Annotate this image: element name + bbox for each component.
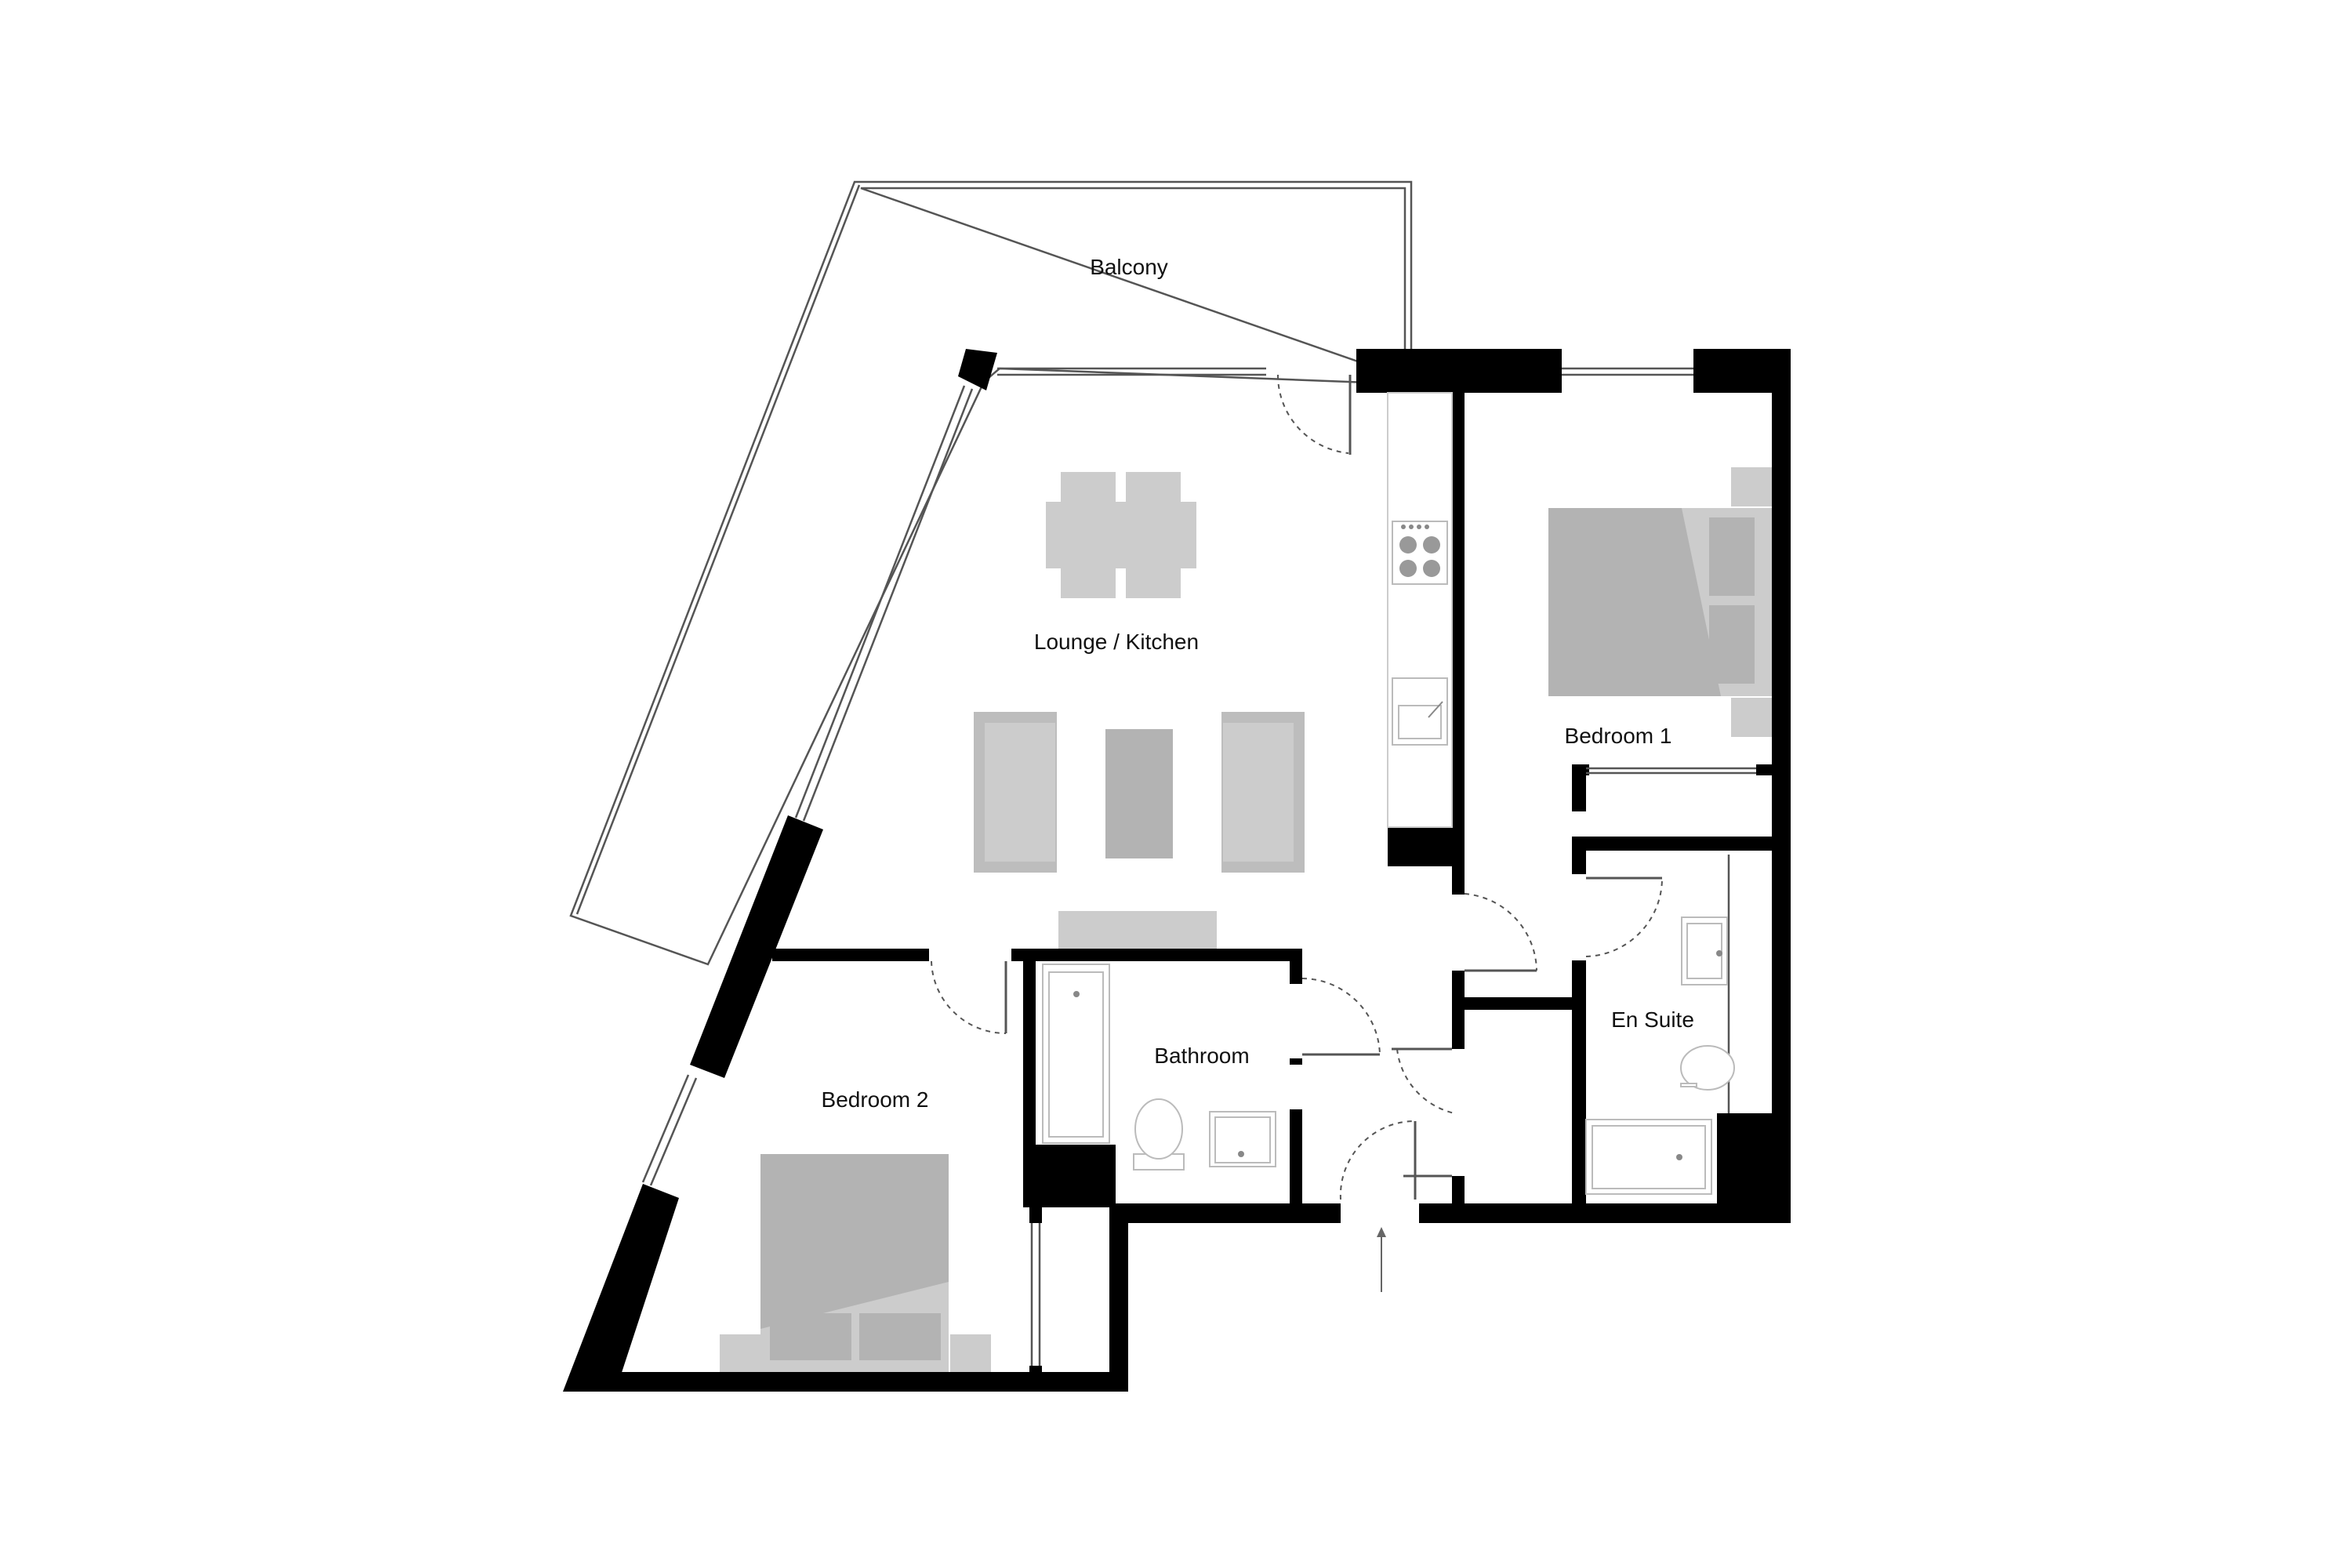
- toilet-ensuite: [1680, 1045, 1735, 1091]
- bathtub-ensuite: [1585, 1119, 1712, 1195]
- doors: [931, 374, 1663, 1200]
- hob-icon: [1392, 521, 1448, 585]
- room-label-lounge-kitchen: Lounge / Kitchen: [1034, 630, 1199, 654]
- sofa-left: [974, 712, 1057, 873]
- basin-ensuite: [1681, 916, 1728, 985]
- up-arrow-icon: [1377, 1227, 1386, 1292]
- room-label-bathroom: Bathroom: [1154, 1044, 1249, 1068]
- balcony-area: [569, 180, 1413, 966]
- bed-double-1: [1548, 467, 1772, 737]
- room-label-bedroom-2: Bedroom 2: [822, 1087, 929, 1112]
- basin: [1209, 1111, 1276, 1167]
- tv-unit: [1058, 911, 1217, 949]
- dining-set: [1046, 472, 1196, 598]
- bathtub: [1042, 964, 1110, 1144]
- room-label-balcony: Balcony: [1090, 255, 1168, 279]
- walls: [563, 349, 1791, 1392]
- sofa-right: [1221, 712, 1305, 873]
- room-label-en-suite: En Suite: [1611, 1007, 1694, 1032]
- room-label-bedroom-1: Bedroom 1: [1565, 724, 1672, 748]
- coffee-table: [1105, 729, 1173, 858]
- toilet: [1133, 1098, 1185, 1171]
- windows: [641, 367, 1756, 1366]
- bed-double-2: [720, 1154, 991, 1372]
- sink-icon: [1392, 677, 1448, 746]
- kitchen-counter: [1387, 392, 1453, 828]
